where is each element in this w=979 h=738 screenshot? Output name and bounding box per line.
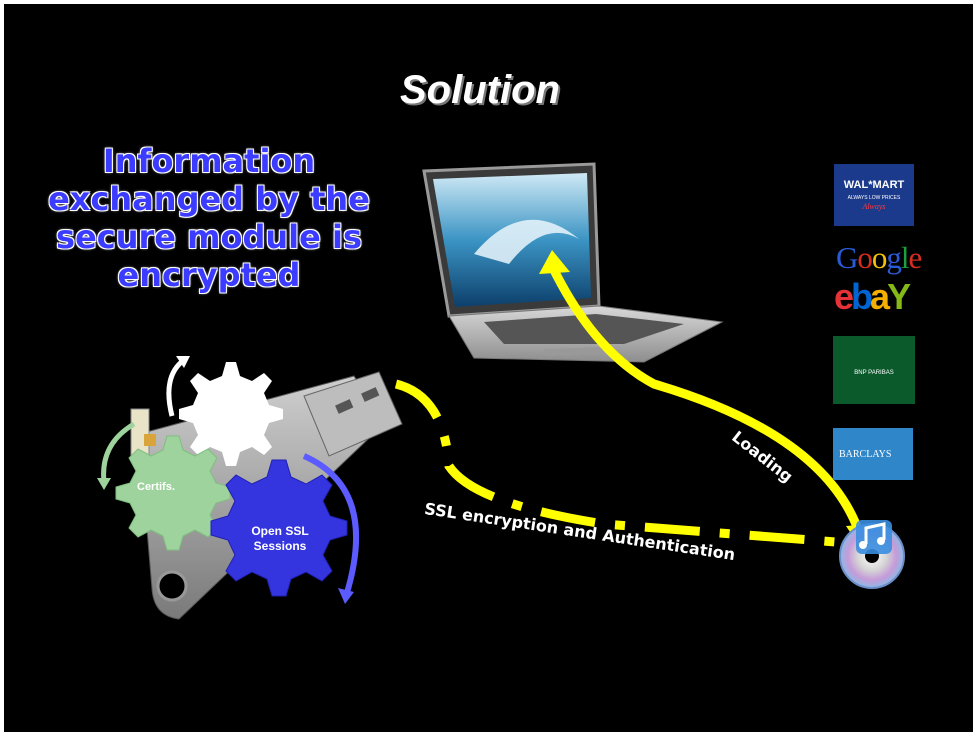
ebay-letter: b [851,276,873,317]
white-curve-arrow-icon [166,357,186,417]
ssl-connection-arrow [394,379,863,549]
google-letter: o [871,240,887,275]
white-gear-icon [179,362,283,466]
info-line: encrypted [117,256,301,294]
google-letter: l [900,240,910,275]
ebay-letter: Y [887,276,911,317]
info-text: Information exchanged by the secure modu… [34,142,384,294]
openssl-gear-icon [210,459,348,597]
info-line: exchanged by the [48,180,370,218]
slide: Solution Information exchanged by the se… [4,4,973,732]
bnp-paribas-logo: BNP PARIBAS [833,336,915,404]
google-letter: G [836,240,858,275]
diagram-canvas [97,162,905,620]
info-line: secure module is [56,218,362,256]
ebay-letter: a [870,276,890,317]
certifs-label: Certifs. [137,481,175,493]
google-letter: g [886,240,901,275]
certifs-gear-icon [115,435,231,551]
google-logo: Google [836,240,923,276]
openssl-label-line: Open SSL [251,524,309,538]
walmart-logo-title: WAL*MART [843,179,905,191]
google-letter: o [857,240,872,275]
music-disc-icon [839,520,905,589]
barclays-logo: BARCLAYS [833,428,913,480]
ebay-letter: e [834,276,854,317]
bnp-paribas-logo-text: BNP PARIBAS [854,370,894,376]
walmart-logo-always: Always [862,202,886,211]
ebay-logo: ebaY [834,276,911,318]
info-line: Information [102,142,316,180]
loading-connection-arrow [547,264,864,534]
google-letter: e [908,240,923,275]
laptop-icon [422,162,724,363]
walmart-logo-sub: ALWAYS LOW PRICES [847,195,901,201]
openssl-label-line: Sessions [253,539,307,553]
openssl-label: Open SSL Sessions [240,524,320,554]
walmart-logo: WAL*MART ALWAYS LOW PRICES Always [834,164,914,226]
green-curve-arrow-icon [101,421,136,483]
blue-curve-arrow-icon [302,453,360,597]
slide-title: Solution [400,68,560,112]
barclays-logo-text: BARCLAYS [839,449,892,460]
